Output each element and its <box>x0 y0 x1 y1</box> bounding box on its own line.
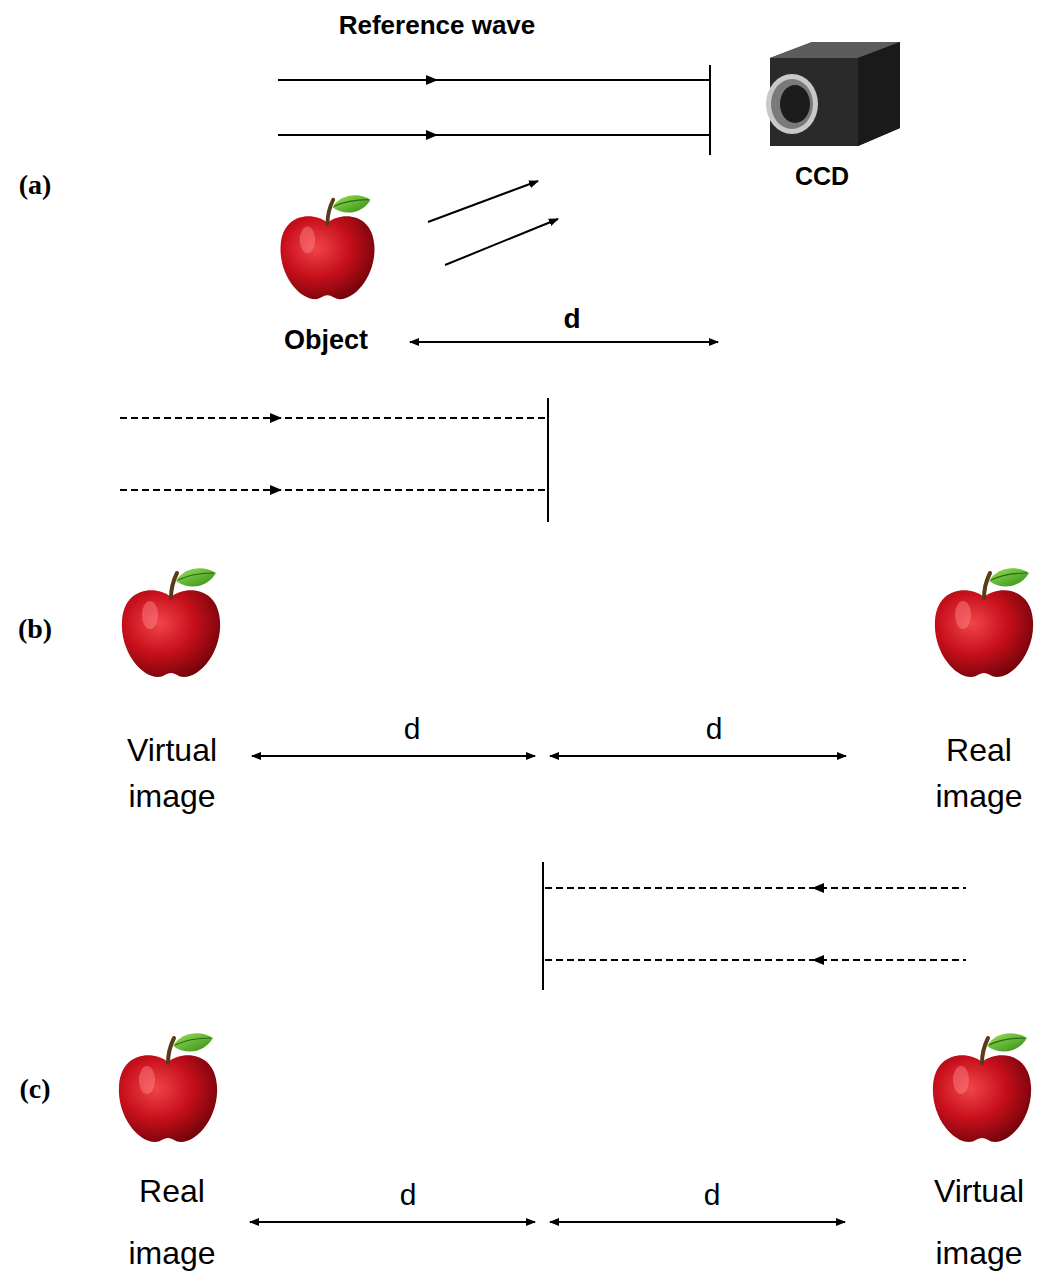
distance-arrow <box>252 755 535 757</box>
dimension-label: d <box>694 712 734 746</box>
apple-image <box>119 1033 217 1142</box>
dimension-label: d <box>392 712 432 746</box>
distance-arrow <box>550 1221 845 1223</box>
image-label: Real image <box>914 727 1044 819</box>
distance-arrow <box>410 341 718 343</box>
wave-label: Reference wave <box>307 8 567 42</box>
apple-image <box>122 568 220 677</box>
object-label: Object <box>251 323 401 357</box>
object-wave <box>428 181 558 265</box>
distance-arrow <box>250 1221 535 1223</box>
panel-label: (b) <box>5 612 65 646</box>
apple-image <box>933 1033 1031 1142</box>
image-label: Virtual image <box>102 727 242 819</box>
ccd-camera <box>766 42 900 146</box>
dimension-label: d <box>388 1178 428 1212</box>
image-label: Real image <box>107 1160 237 1284</box>
panel-label: (a) <box>5 168 65 202</box>
reference-wave <box>278 65 710 155</box>
apple-object <box>281 195 375 299</box>
dimension-label: d <box>692 1178 732 1212</box>
panel-label: (c) <box>5 1072 65 1106</box>
distance-arrow <box>550 755 846 757</box>
image-label: Virtual image <box>914 1160 1044 1284</box>
conjugate-wave <box>543 862 966 990</box>
reconstruction-wave <box>120 398 548 522</box>
apple-image <box>935 568 1033 677</box>
dimension-label: d <box>552 303 592 335</box>
device-label: CCD <box>762 160 882 192</box>
